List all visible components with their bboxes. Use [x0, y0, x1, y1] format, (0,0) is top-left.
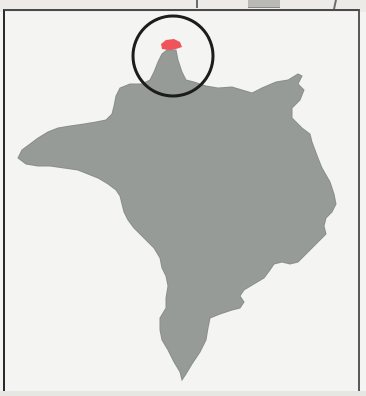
scan-mark: [196, 0, 198, 8]
map-frame: [3, 9, 360, 394]
scan-mark: [248, 0, 280, 8]
region-shape[interactable]: [17, 49, 337, 382]
highlight-circle-marker: [131, 14, 215, 98]
scan-bottom-strip: [0, 391, 366, 396]
highlighted-area[interactable]: [161, 39, 182, 50]
